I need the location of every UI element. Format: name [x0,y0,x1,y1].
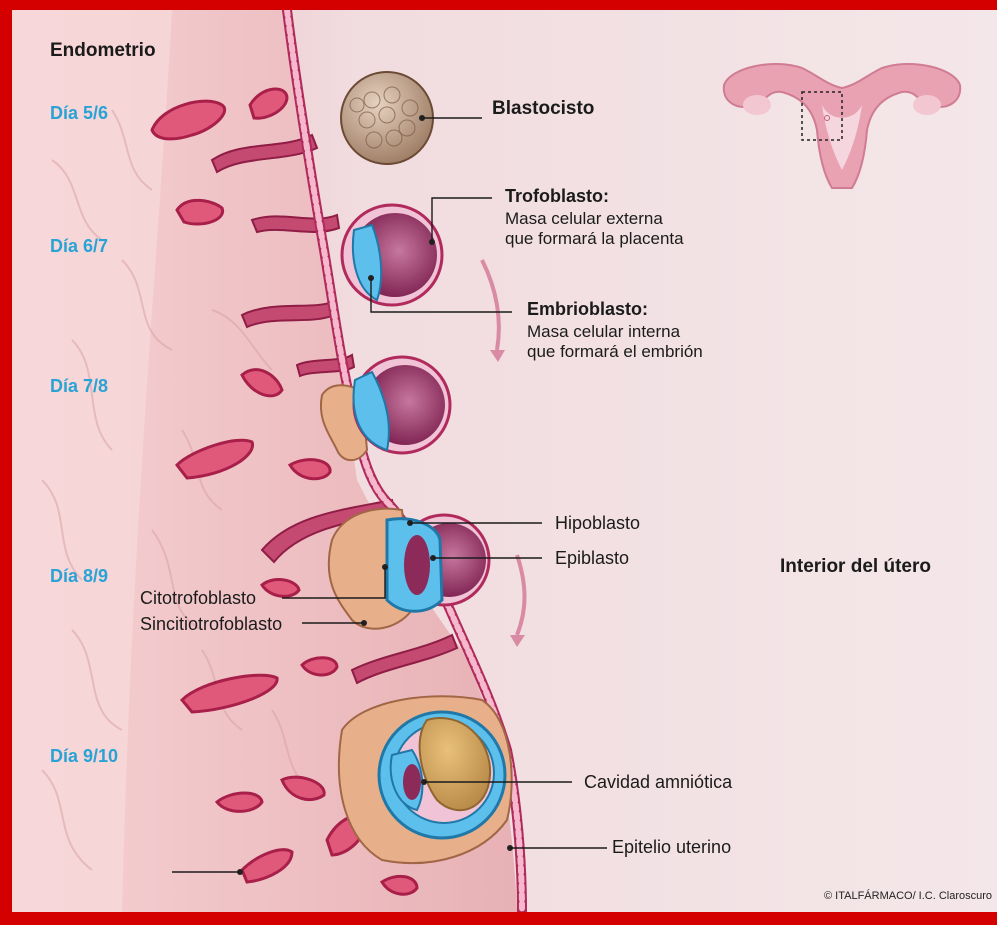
day-label-6-7: Día 6/7 [50,236,108,257]
blastocyst-day-6-7 [342,205,442,305]
embrioblasto-desc-2: que formará el embrión [527,342,703,362]
embrioblasto-desc-1: Masa celular interna [527,322,680,342]
interior-utero-label: Interior del útero [780,556,931,578]
figure-frame: Endometrio Día 5/6 Día 6/7 Día 7/8 Día 8… [12,10,997,912]
embrioblasto-title: Embrioblasto: [527,299,648,320]
implantation-diagram [12,10,997,912]
day-label-8-9: Día 8/9 [50,566,108,587]
blastocisto-label: Blastocisto [492,98,594,120]
sincitiotrofoblasto-label: Sincitiotrofoblasto [140,614,282,635]
copyright-credit: © ITALFÁRMACO/ I.C. Claroscuro [824,890,992,902]
trofoblasto-desc-1: Masa celular externa [505,209,663,229]
trofoblasto-title: Trofoblasto: [505,186,609,207]
hipoblasto-label: Hipoblasto [555,513,640,534]
day-label-7-8: Día 7/8 [50,376,108,397]
epitelio-uterino-label: Epitelio uterino [612,837,731,858]
citotrofoblasto-label: Citotrofoblasto [140,588,256,609]
day-label-5-6: Día 5/6 [50,103,108,124]
day-label-9-10: Día 9/10 [50,746,118,767]
epiblasto-label: Epiblasto [555,548,629,569]
cavidad-amniotica-label: Cavidad amniótica [584,772,732,793]
endometrium-heading: Endometrio [50,40,156,62]
trofoblasto-desc-2: que formará la placenta [505,229,684,249]
blastocyst-day-5-6 [341,72,433,164]
